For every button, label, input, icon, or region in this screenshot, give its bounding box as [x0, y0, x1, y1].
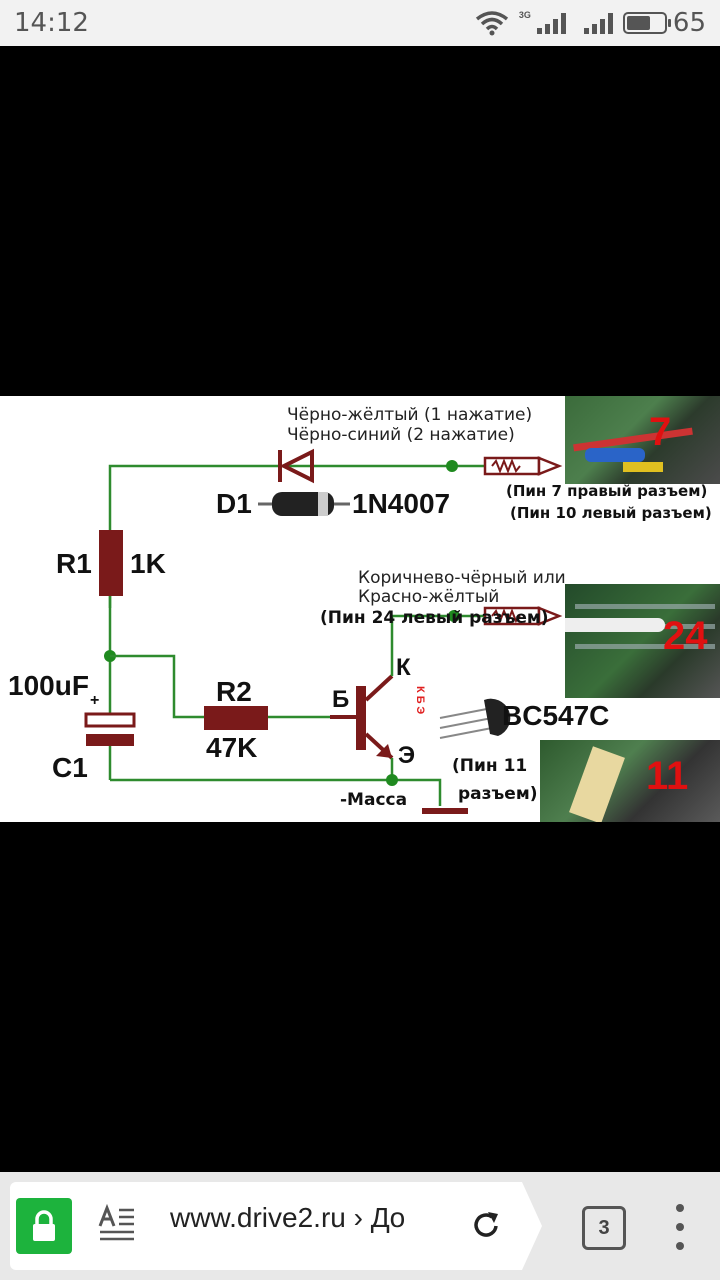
ground-symbol	[422, 808, 468, 814]
diode-symbol	[279, 448, 314, 484]
r1-label: R1	[56, 548, 92, 579]
transistor-package	[439, 698, 511, 739]
emitter-label: Э	[398, 742, 416, 769]
c1-label: C1	[52, 752, 88, 783]
connector-photo-pin11: 11	[540, 740, 720, 822]
connector-photo-pin7: 7	[565, 396, 720, 484]
tab-count: 3	[598, 1216, 610, 1239]
r2-symbol	[204, 706, 268, 730]
transistor-base-bar	[356, 686, 366, 750]
pin11-label-line1: (Пин 11	[452, 756, 528, 776]
battery: 65	[622, 8, 706, 38]
reader-mode-button[interactable]	[98, 1203, 138, 1246]
reader-mode-icon	[98, 1203, 134, 1241]
browser-bar: www.drive2.ru › Дo 3	[0, 1172, 720, 1280]
node-collector	[448, 610, 460, 622]
r2-value-label: 47K	[206, 732, 258, 763]
photo-number-7: 7	[649, 410, 672, 454]
lock-icon	[33, 1210, 55, 1241]
photo-number-11: 11	[646, 754, 689, 798]
base-label: Б	[332, 686, 350, 713]
network-type-label: 3G	[518, 10, 531, 20]
node-top	[446, 460, 458, 472]
d1-label: D1	[216, 488, 252, 519]
c1-plate-top	[84, 712, 136, 728]
transistor-part-label: BC547C	[502, 700, 610, 731]
wire1-label-line2: Чёрно-синий (2 нажатие)	[287, 425, 515, 445]
wire1-label-line1: Чёрно-жёлтый (1 нажатие)	[287, 405, 533, 425]
pin7-label: (Пин 7 правый разъем)	[506, 482, 708, 500]
schematic-wiring	[84, 448, 563, 814]
node-emitter	[386, 774, 398, 786]
status-time: 14:12	[14, 8, 89, 38]
tabs-button[interactable]: 3	[582, 1206, 626, 1250]
schematic-image[interactable]: 7 24 11 Чёрно-жёлтый (1 нажатие) Чёрно-с…	[0, 396, 720, 822]
wifi-icon	[475, 11, 508, 36]
pinout-letters: КБЭ	[414, 686, 426, 718]
ground-label: -Масса	[340, 790, 408, 810]
r2-label: R2	[216, 676, 252, 707]
address-bar[interactable]	[10, 1182, 542, 1270]
battery-fill	[626, 16, 651, 30]
r1-symbol	[99, 530, 123, 596]
secure-lock-button[interactable]	[16, 1198, 72, 1254]
r1-value-label: 1K	[130, 548, 166, 579]
d1-part-label: 1N4007	[352, 488, 451, 519]
c1-plate-bottom	[86, 734, 134, 746]
connector-middle	[483, 606, 563, 626]
battery-level: 65	[672, 8, 706, 38]
c1-plus-label: +	[90, 692, 100, 709]
wire2-label-line1: Коричнево-чёрный или	[358, 568, 566, 588]
pin11-label-line2: разъем)	[458, 784, 538, 804]
photo-number-24: 24	[663, 614, 708, 658]
collector-label: К	[396, 654, 411, 681]
status-bar: 14:12 3G 65	[0, 0, 720, 46]
signal-3g-icon	[536, 12, 566, 34]
wire2-label-line2: Красно-жёлтый	[358, 587, 500, 607]
status-icons: 3G 65	[475, 8, 706, 38]
url-text[interactable]: www.drive2.ru › Дo	[170, 1202, 406, 1233]
signal-icon	[583, 12, 613, 34]
pin10-label: (Пин 10 левый разъем)	[510, 504, 712, 522]
pin24-label: (Пин 24 левый разъем)	[320, 608, 549, 628]
reload-button[interactable]	[470, 1208, 502, 1242]
reload-icon	[474, 1212, 498, 1237]
menu-dots-icon[interactable]	[670, 1204, 690, 1250]
connector-photo-pin24: 24	[565, 584, 720, 698]
c1-value-label: 100uF	[8, 670, 89, 701]
battery-icon	[622, 12, 671, 34]
connector-top	[483, 456, 563, 476]
